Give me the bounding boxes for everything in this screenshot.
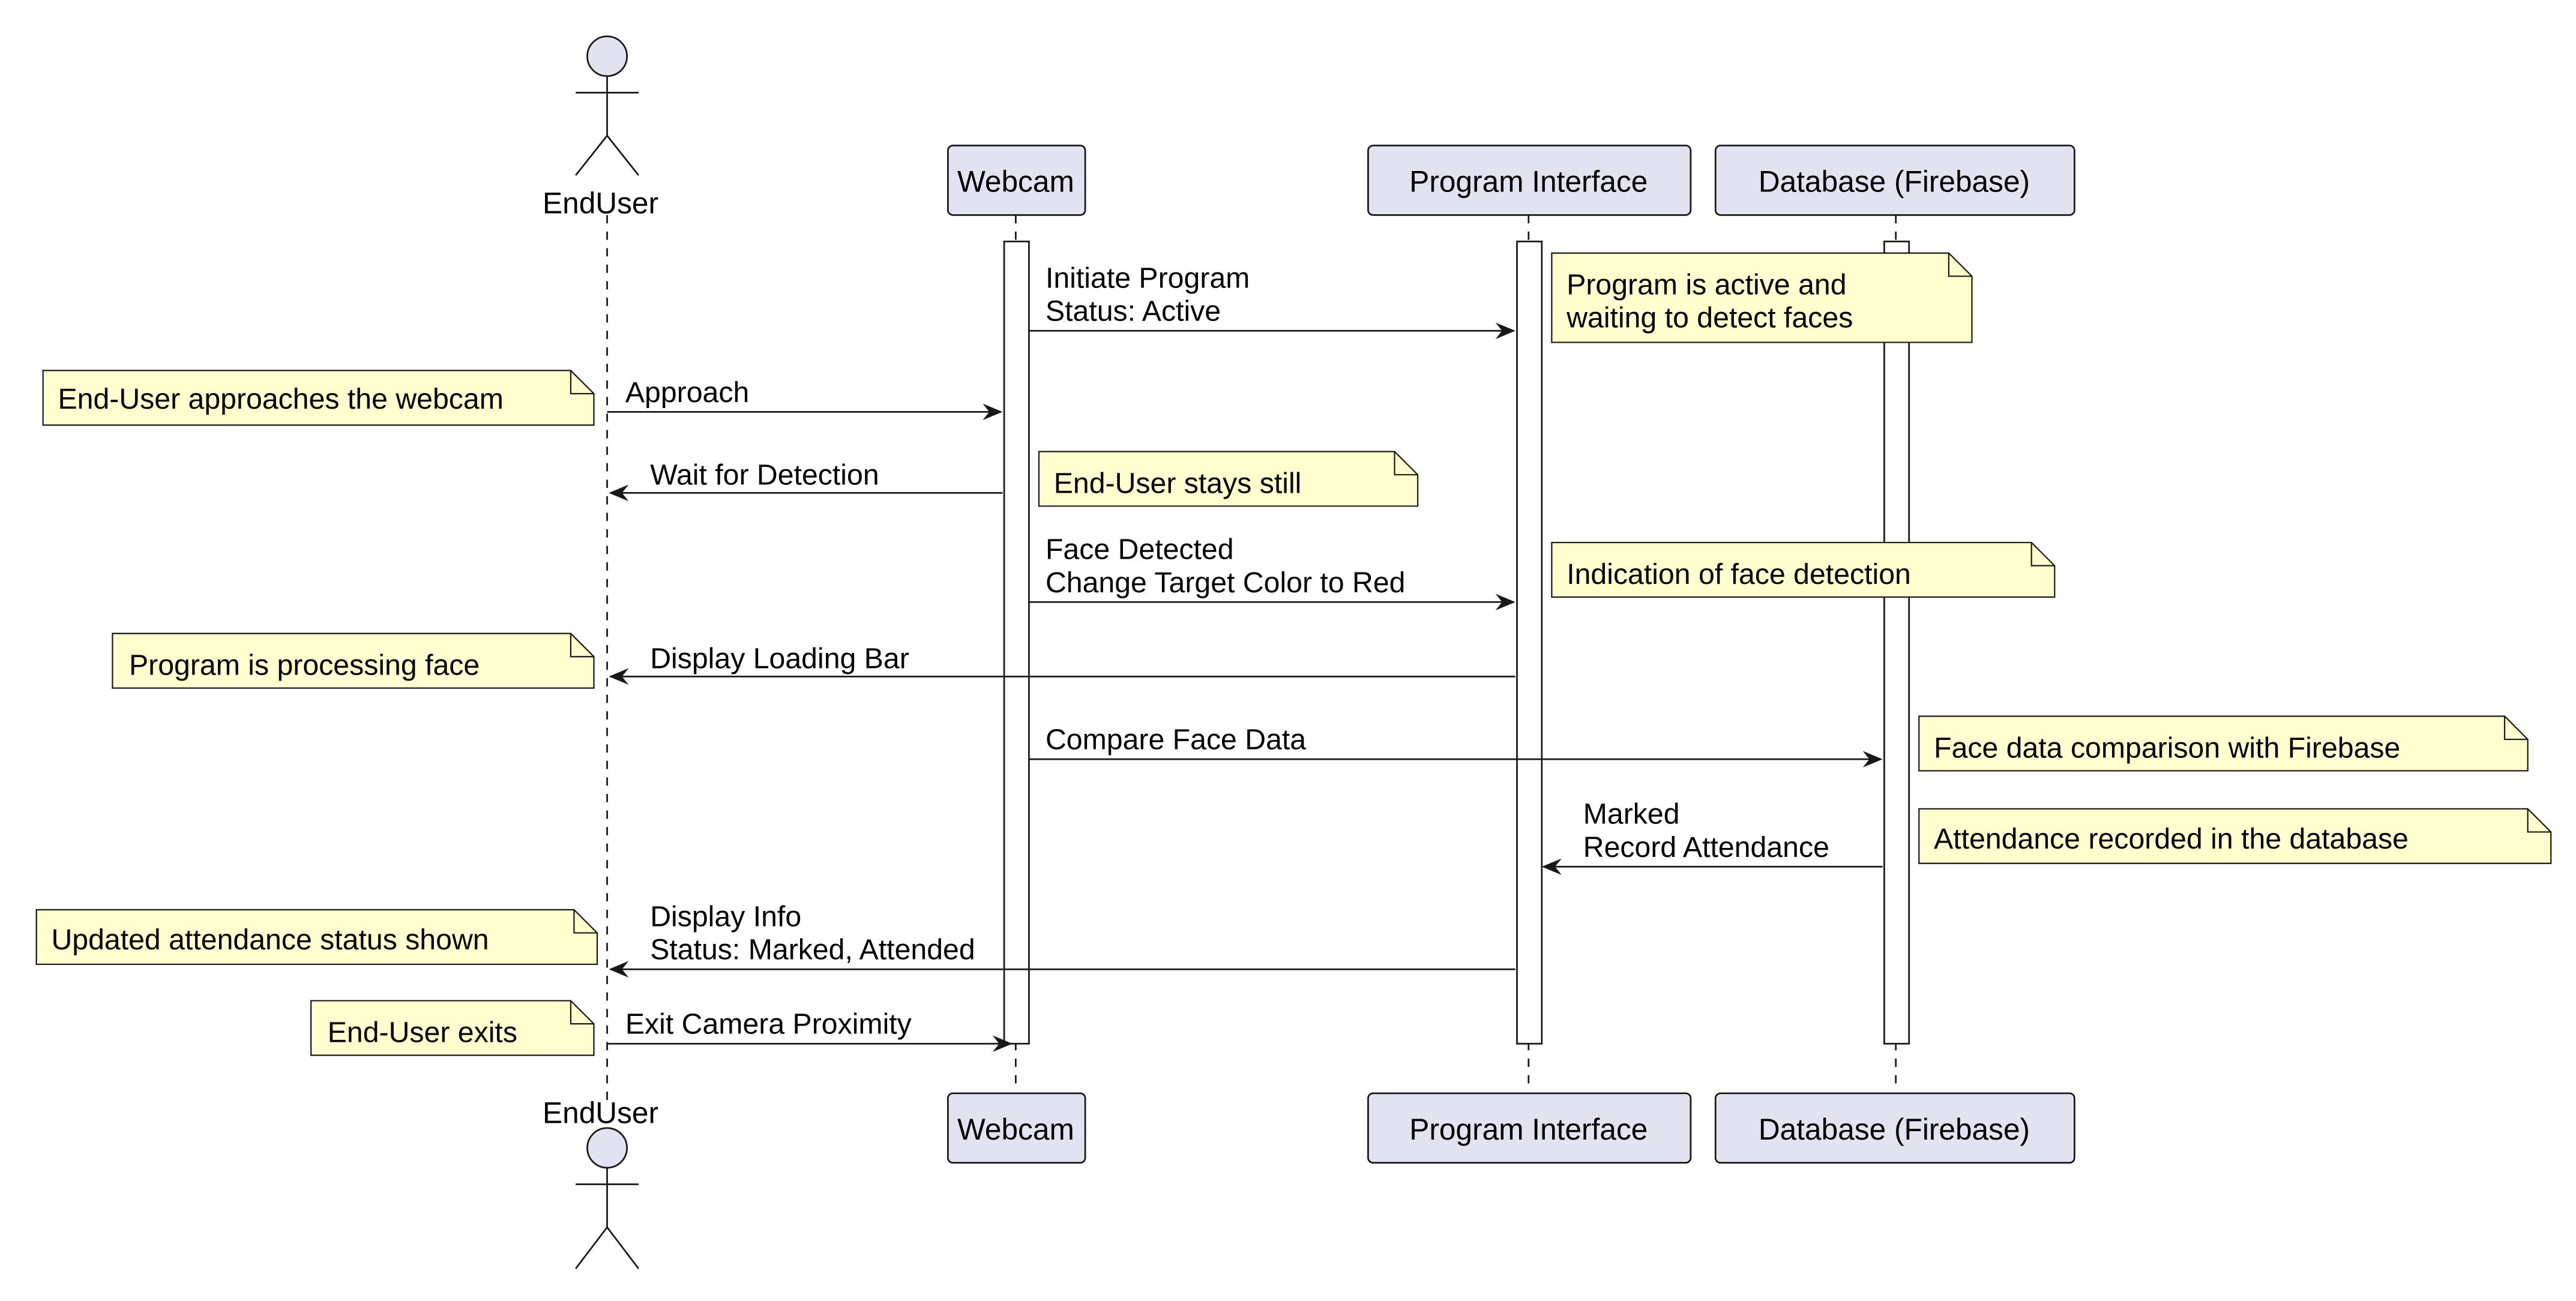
activation-bar-database [1883, 241, 1910, 1045]
message-text-line: Display Loading Bar [650, 643, 909, 675]
message-text-line: Status: Marked, Attended [650, 934, 975, 966]
message-wait-for-detection: Wait for Detection [609, 459, 1003, 502]
participant-label-database-bottom: Database (Firebase) [1759, 1113, 2030, 1146]
note-enduser-stays-still: End-User stays still [1038, 451, 1419, 507]
participant-label-program-top: Program Interface [1409, 165, 1648, 199]
note-face-detection: Indication of face detection [1551, 541, 2056, 598]
svg-text:Display Loading Bar: Display Loading Bar [650, 643, 909, 675]
participant-label-webcam-bottom: Webcam [957, 1113, 1074, 1146]
participant-program-top: Program Interface [1367, 145, 1692, 216]
note-text-line: Program is processing face [129, 649, 480, 682]
svg-text:Initiate Program Statu: Initiate Program Status: Active [1046, 262, 1258, 328]
note-attendance-recorded: Attendance recorded in the database [1918, 808, 2552, 864]
participant-webcam-bottom: Webcam [946, 1092, 1086, 1164]
svg-text:Display Info Status: M: Display Info Status: Marked, Attended [650, 901, 975, 966]
message-text-line: Wait for Detection [650, 459, 879, 491]
message-face-detected: Face Detected Change Target Color to Red [1029, 533, 1515, 611]
note-face-data-comparison: Face data comparison with Firebase [1918, 715, 2529, 772]
svg-text:Wait for Detection: Wait for Detection [650, 459, 879, 491]
note-enduser-approaches: End-User approaches the webcam [42, 370, 595, 426]
svg-text:End-User approaches the webcam: End-User approaches the webcam [58, 383, 503, 415]
svg-text:Indication of face detection: Indication of face detection [1566, 558, 1911, 590]
svg-text:Attendance recorded in the dat: Attendance recorded in the database [1934, 823, 2409, 855]
participant-label-webcam-top: Webcam [957, 165, 1074, 199]
message-text-line: Face Detected [1046, 533, 1234, 566]
actor-enduser-bottom: EndUser [543, 1096, 658, 1269]
message-compare-face-data: Compare Face Data [1029, 724, 1883, 768]
message-text-line: Marked [1583, 798, 1680, 831]
svg-text:Exit Camera Proximity: Exit Camera Proximity [625, 1008, 912, 1041]
message-exit-camera-proximity: Exit Camera Proximity [607, 1008, 1013, 1053]
message-approach: Approach [607, 376, 1003, 421]
note-text-line: Indication of face detection [1566, 558, 1911, 590]
message-text-line: Approach [625, 376, 749, 409]
participant-program-bottom: Program Interface [1367, 1092, 1692, 1164]
participant-database-top: Database (Firebase) [1714, 145, 2075, 216]
message-record-attendance: Marked Record Attendance [1541, 798, 1883, 876]
note-text-line: End-User approaches the webcam [58, 383, 503, 415]
svg-text:Program is active and: Program is active and waiting to detect … [1566, 269, 1855, 334]
note-processing-face: Program is processing face [112, 632, 595, 689]
message-text-line: Change Target Color to Red [1046, 566, 1406, 599]
note-text-line: Attendance recorded in the database [1934, 823, 2409, 855]
svg-text:Approach: Approach [625, 376, 749, 409]
note-text-line: Face data comparison with Firebase [1934, 732, 2400, 764]
message-text-line: Record Attendance [1583, 831, 1829, 864]
message-display-info: Display Info Status: Marked, Attended [609, 901, 1515, 978]
participant-database-bottom: Database (Firebase) [1714, 1092, 2075, 1164]
activation-bar-webcam [1003, 241, 1030, 1045]
svg-text:End-User stays still: End-User stays still [1054, 467, 1302, 499]
participant-label-database-top: Database (Firebase) [1759, 165, 2030, 199]
note-text-line: Updated attendance status shown [51, 924, 489, 956]
note-attendance-status-shown: Updated attendance status shown [35, 909, 598, 966]
svg-text:Program is processing face: Program is processing face [129, 649, 480, 682]
svg-text:Compare Face Data: Compare Face Data [1046, 724, 1306, 756]
participant-label-program-bottom: Program Interface [1409, 1113, 1648, 1146]
message-display-loading-bar: Display Loading Bar [609, 643, 1515, 685]
note-text-line: Program is active and [1566, 269, 1846, 301]
message-text-line: Status: Active [1046, 295, 1221, 328]
actor-label-enduser-top: EndUser [543, 187, 658, 220]
svg-text:End-User exits: End-User exits [328, 1016, 517, 1048]
svg-text:Marked Record Attendan: Marked Record Attendance [1583, 798, 1829, 864]
message-text-line: Exit Camera Proximity [625, 1008, 912, 1041]
note-text-line: End-User exits [328, 1016, 517, 1048]
actor-enduser-top: EndUser [543, 35, 658, 220]
message-initiate-program: Initiate Program Status: Active [1029, 262, 1515, 340]
note-program-active: Program is active and waiting to detect … [1551, 252, 1973, 343]
message-text-line: Initiate Program [1046, 262, 1250, 295]
note-enduser-exits: End-User exits [310, 1000, 595, 1056]
note-text-line: End-User stays still [1054, 467, 1302, 499]
message-text-line: Display Info [650, 901, 801, 933]
svg-text:Face Detected Change T: Face Detected Change Target Color to Red [1046, 533, 1406, 599]
participant-webcam-top: Webcam [946, 145, 1086, 216]
svg-text:Updated attendance status show: Updated attendance status shown [51, 924, 489, 956]
activation-bar-program [1516, 241, 1543, 1045]
actor-label-enduser-bottom: EndUser [543, 1096, 658, 1130]
note-text-line: waiting to detect faces [1566, 302, 1853, 334]
svg-text:Face data comparison with Fire: Face data comparison with Firebase [1934, 732, 2400, 764]
message-text-line: Compare Face Data [1046, 724, 1306, 756]
